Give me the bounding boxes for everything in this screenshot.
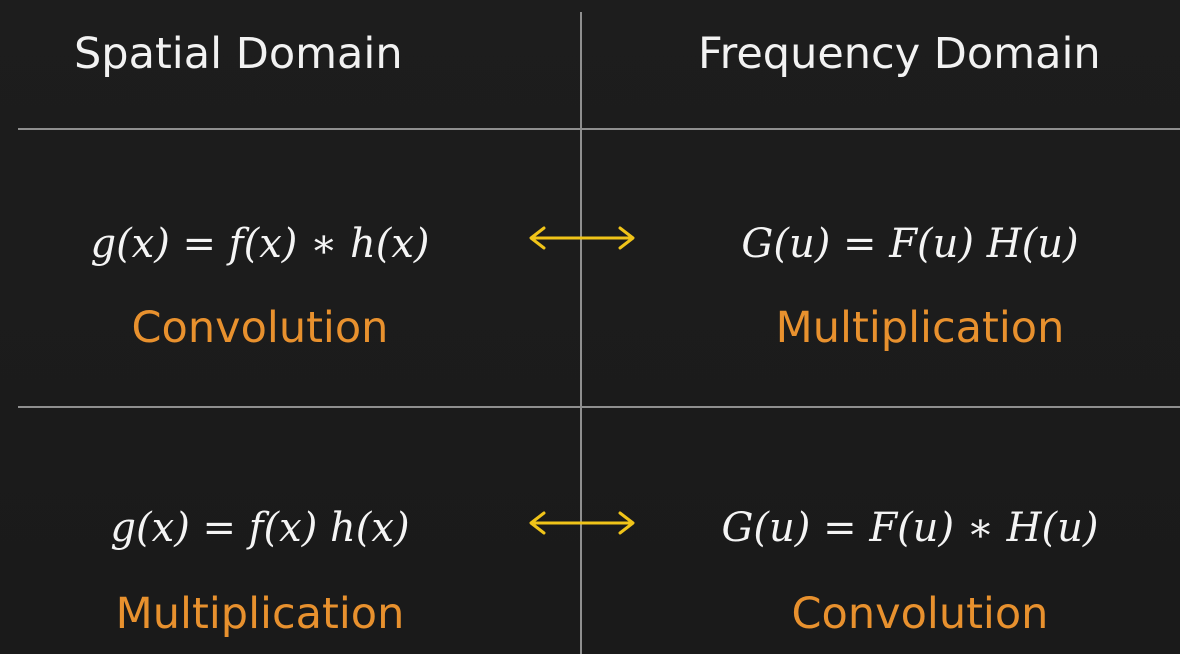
spatial-operation-label: Convolution <box>131 303 389 353</box>
frequency-domain-header: Frequency Domain <box>698 29 1101 79</box>
double-arrow-icon <box>526 224 638 252</box>
frequency-operation-label: Convolution <box>791 589 1049 639</box>
spatial-equation-convolution: g(x) = f(x) ∗ h(x) <box>90 221 430 267</box>
frequency-operation-label: Multiplication <box>775 303 1065 353</box>
vertical-divider <box>580 12 582 654</box>
spatial-domain-header: Spatial Domain <box>74 29 403 79</box>
spatial-equation-multiplication: g(x) = f(x) h(x) <box>110 505 410 551</box>
row-divider <box>18 406 1180 408</box>
frequency-equation-convolution: G(u) = F(u) ∗ H(u) <box>721 505 1099 551</box>
header-divider <box>18 128 1180 130</box>
double-arrow-icon <box>526 509 638 537</box>
frequency-equation-multiplication: G(u) = F(u) H(u) <box>741 221 1079 267</box>
spatial-operation-label: Multiplication <box>115 589 405 639</box>
